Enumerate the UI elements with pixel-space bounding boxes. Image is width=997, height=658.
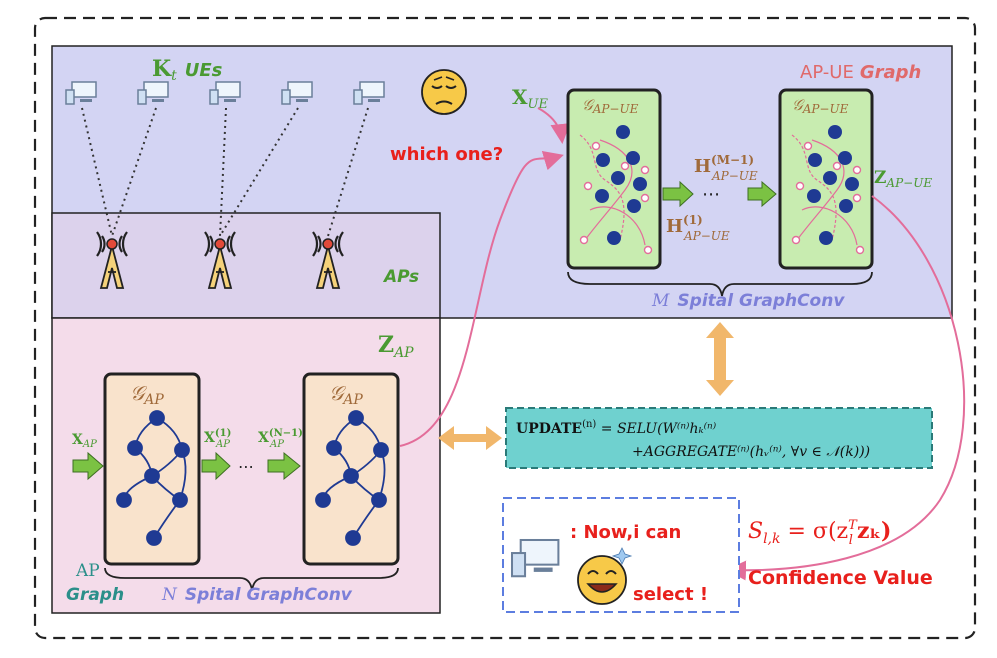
x-ap-label: XAP bbox=[72, 432, 97, 450]
ue-ap-links bbox=[81, 107, 369, 237]
result-text-line1: : Now,i can bbox=[570, 522, 681, 543]
h-mid-label: H(M−1)AP−UE bbox=[694, 153, 758, 183]
ap-to-apue-arrow bbox=[399, 151, 564, 447]
update-equation-line1: UPDATE(n) = SELU(W⁽ⁿ⁾hₖ⁽ⁿ⁾ bbox=[516, 419, 717, 437]
g-ap-label-last: 𝒢AP bbox=[329, 381, 363, 408]
ap-graph-nodes-last bbox=[315, 410, 389, 546]
x-ue-label: XUE bbox=[512, 85, 548, 112]
apue-to-confidence-arrow bbox=[726, 195, 966, 581]
g-ap-label-first: 𝒢AP bbox=[130, 381, 164, 408]
x-apn-label: X(N−1)AP bbox=[258, 428, 303, 450]
update-horizontal-double-arrow bbox=[438, 426, 502, 450]
x-ap-arrow bbox=[72, 451, 104, 481]
ap-step-arrow-2 bbox=[267, 451, 301, 481]
h-first-label: H(1)AP−UE bbox=[666, 213, 730, 243]
g-apue-label-last: 𝒢AP−UE bbox=[792, 96, 849, 116]
apue-step-arrow-2 bbox=[747, 180, 777, 208]
result-text-line2: select ! bbox=[633, 584, 708, 605]
ap-graph-nodes-first bbox=[116, 410, 190, 546]
update-equation-box bbox=[505, 407, 933, 469]
ue-device-result-icon bbox=[510, 538, 560, 578]
g-apue-label-first: 𝒢AP−UE bbox=[582, 96, 639, 116]
question-text: which one? bbox=[390, 144, 503, 165]
worried-face-icon bbox=[421, 69, 467, 115]
n-conv-brace bbox=[104, 567, 399, 591]
z-ap-label: ZAP bbox=[378, 332, 414, 361]
apue-ellipsis: ⋯ bbox=[702, 184, 720, 205]
apue-graph-nodes-first bbox=[579, 125, 653, 255]
x-ap1-label: X(1)AP bbox=[204, 428, 231, 450]
m-conv-brace bbox=[567, 271, 873, 297]
update-vertical-double-arrow bbox=[706, 322, 734, 396]
confidence-label: Confidence Value bbox=[748, 567, 933, 589]
z-apue-label: ZAP−UE bbox=[874, 168, 932, 190]
ap-ellipsis: ⋯ bbox=[238, 457, 254, 476]
outer-frame bbox=[33, 16, 977, 640]
update-equation-line2: +AGGREGATE⁽ⁿ⁾(hᵥ⁽ⁿ⁾, ∀v ∈ 𝒩(k))) bbox=[632, 444, 870, 460]
x-ue-arrow bbox=[537, 107, 571, 144]
apue-step-arrow-1 bbox=[662, 180, 694, 208]
ap-step-arrow-1 bbox=[201, 451, 231, 481]
happy-face-icon bbox=[577, 547, 633, 605]
aps-label: APs bbox=[382, 267, 419, 287]
apue-graph-nodes-last bbox=[791, 125, 865, 255]
ap-graph-label: AP Graph bbox=[66, 561, 124, 605]
